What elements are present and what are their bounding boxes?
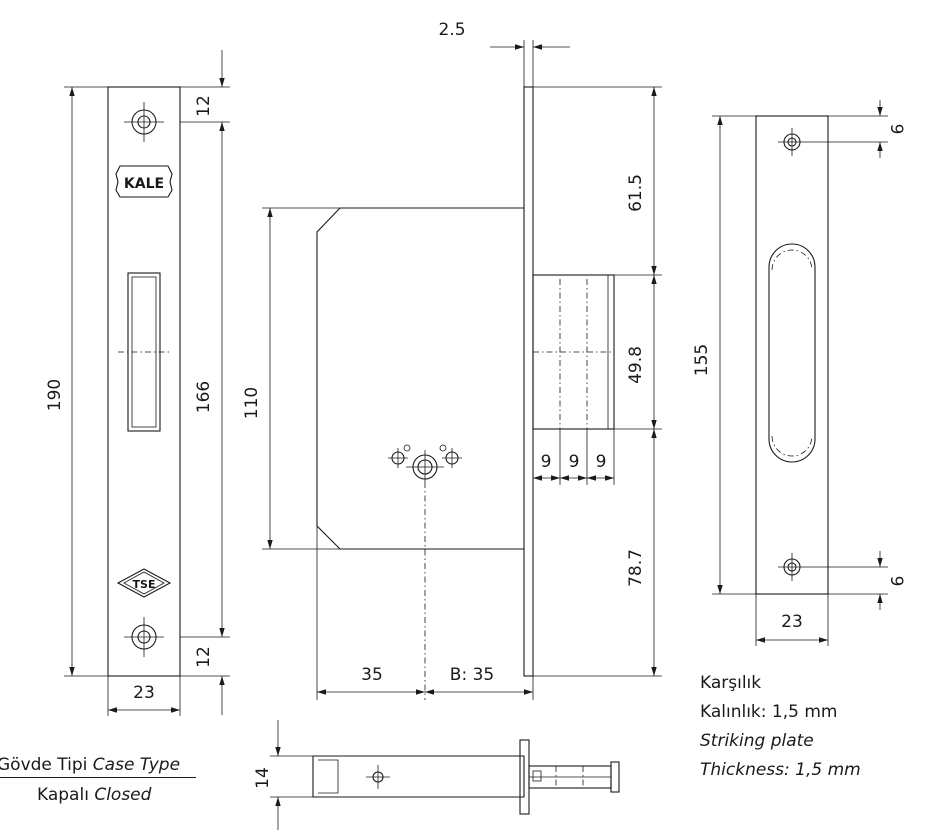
bolt [532, 274, 615, 430]
bolt-slot [118, 272, 170, 432]
dim-bottom-offset: 12 [194, 646, 214, 668]
case-type-line: Gövde Tipi Case Type [0, 751, 180, 780]
dim-plate-hole-bottom: 9 [886, 576, 906, 587]
dim-bottom-to-bolt: 78.7 [626, 549, 646, 587]
top-screw [366, 765, 390, 789]
front-dimensions: 190 12 166 12 23 [45, 50, 230, 716]
dim-top-to-bolt: 61.5 [626, 174, 646, 212]
bottom-screw-hole [124, 617, 164, 657]
dim-front-width: 23 [133, 683, 155, 703]
plate-note-thickness-tr: Kalınlık: 1,5 mm [700, 702, 838, 722]
tse-logo-text: TSE [133, 578, 156, 591]
side-view: 2.5 110 61.5 49.8 78.7 9 9 [242, 20, 662, 700]
top-case-outline [313, 755, 525, 798]
plate-dimensions: 155 9 9 23 [692, 100, 906, 646]
cylinder-mechanism [388, 444, 462, 482]
side-dimensions: 2.5 110 61.5 49.8 78.7 9 9 [242, 20, 662, 700]
dim-bolt-step-1: 9 [541, 452, 552, 472]
case-type-underline [0, 777, 196, 778]
case-body [316, 207, 524, 550]
dim-top-offset: 12 [194, 95, 214, 117]
dim-case-offset: 35 [361, 665, 383, 685]
dim-case-depth: 14 [253, 767, 273, 789]
plate-note-title: Karşılık [700, 673, 762, 693]
dim-plate-width: 23 [781, 612, 803, 632]
plate-note-thickness-en: Thickness: 1,5 mm [700, 760, 861, 780]
plate-bottom-hole [778, 553, 806, 581]
front-view: KALE TSE 190 [45, 50, 230, 716]
kale-logo: KALE [115, 165, 173, 198]
case-closed-line: Kapalı Closed [37, 781, 151, 810]
case-type-en: Case Type [92, 755, 181, 775]
plate-slot [768, 243, 816, 463]
faceplate-outline [107, 86, 181, 677]
top-view: 14 [253, 720, 620, 830]
kale-logo-text: KALE [124, 176, 164, 192]
dim-bolt-step-3: 9 [596, 452, 607, 472]
side-faceplate [523, 86, 534, 677]
dim-case-height: 110 [242, 387, 262, 419]
dim-hole-spacing: 166 [194, 381, 214, 413]
top-screw-hole [124, 102, 164, 142]
striking-plate-outline [755, 115, 829, 595]
case-closed-tr: Kapalı [37, 785, 89, 805]
dim-bolt-height: 49.8 [626, 346, 646, 384]
dim-total-height: 190 [45, 379, 65, 411]
top-bolt [528, 761, 620, 793]
tse-logo: TSE [116, 568, 172, 598]
striking-plate-view: 155 9 9 23 [692, 100, 906, 646]
plate-top-hole [778, 128, 806, 156]
dim-bolt-step-2: 9 [569, 452, 580, 472]
dim-faceplate-thickness: 2.5 [438, 20, 465, 40]
plate-note-striking-en: Striking plate [700, 731, 814, 751]
top-dimensions: 14 [253, 720, 313, 830]
case-closed-en: Closed [94, 785, 152, 805]
dim-backset: B: 35 [450, 665, 494, 685]
dim-plate-hole-top: 9 [886, 124, 906, 135]
dim-plate-height: 155 [692, 344, 712, 376]
case-type-tr: Gövde Tipi [0, 755, 88, 775]
